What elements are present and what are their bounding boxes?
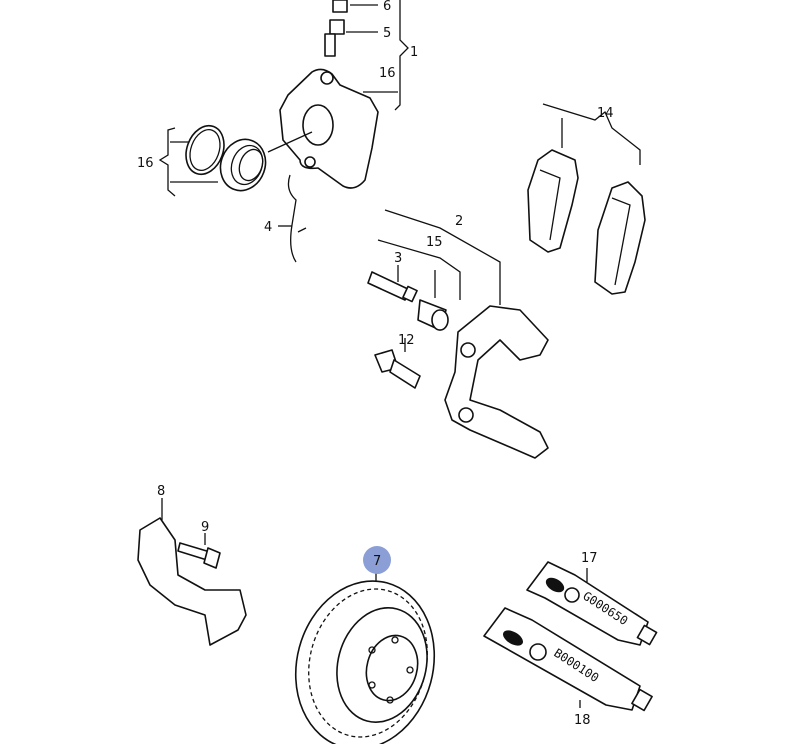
callout-18[interactable]: 18 <box>574 713 591 728</box>
callout-12[interactable]: 12 <box>398 333 415 348</box>
part-7-highlight <box>363 546 391 574</box>
callout-9[interactable]: 9 <box>201 520 209 535</box>
part-12-bolt[interactable] <box>374 338 421 389</box>
part-16-caliper-housing[interactable] <box>267 68 379 189</box>
part-2-caliper-carrier[interactable] <box>444 305 549 459</box>
part-18-grease-tube[interactable]: B000100 <box>483 607 653 712</box>
part-16-piston-boot[interactable] <box>213 133 272 197</box>
callout-14[interactable]: 14 <box>597 106 614 121</box>
callout-16-housing[interactable]: 16 <box>379 66 396 81</box>
part-9-bolt[interactable] <box>177 542 221 569</box>
callout-7[interactable]: 7 <box>373 554 381 569</box>
part-4-spring-clip[interactable] <box>278 174 307 263</box>
part-14-brake-pad-right[interactable] <box>594 181 646 295</box>
callout-5[interactable]: 5 <box>383 26 391 41</box>
part-5-bleeder-screw[interactable] <box>324 19 378 57</box>
callout-6[interactable]: 6 <box>383 0 391 14</box>
part-7-brake-disc[interactable] <box>277 565 452 744</box>
part-6-cap[interactable] <box>332 0 378 13</box>
part-15-guide-bushing[interactable] <box>417 299 449 331</box>
callout-2[interactable]: 2 <box>455 214 463 229</box>
callout-8[interactable]: 8 <box>157 484 165 499</box>
part-8-splash-shield-bracket[interactable] <box>137 517 247 646</box>
callout-17[interactable]: 17 <box>581 551 598 566</box>
part-14-brake-pad-left[interactable] <box>527 149 579 253</box>
callout-4[interactable]: 4 <box>264 220 272 235</box>
callout-1[interactable]: 1 <box>410 45 418 60</box>
part-16-seal-ring[interactable] <box>180 120 231 179</box>
callout-16-seals[interactable]: 16 <box>137 156 154 171</box>
part-3-guide-pin[interactable] <box>367 271 418 303</box>
callout-15[interactable]: 15 <box>426 235 443 250</box>
callout-3[interactable]: 3 <box>394 251 402 266</box>
